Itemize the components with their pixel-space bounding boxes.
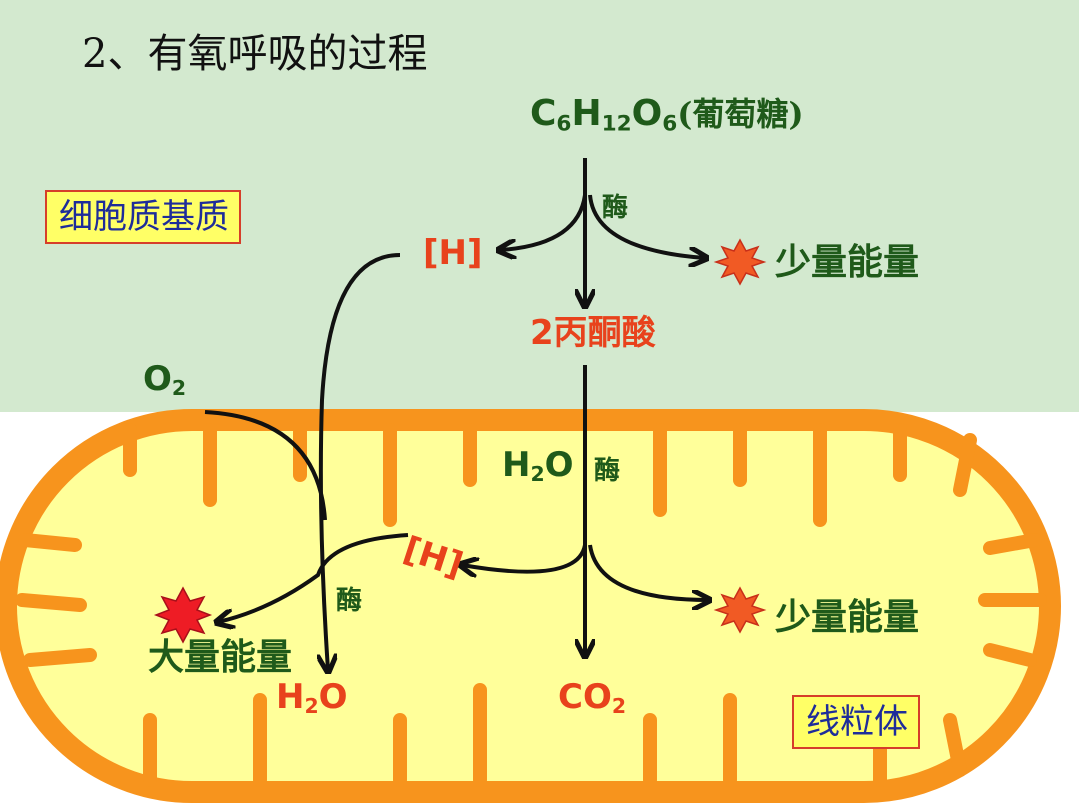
h-label-stage1: [H] <box>423 236 483 270</box>
mitochondria-label: 线粒体 <box>792 695 920 749</box>
energy-label-stage1: 少量能量 <box>775 245 919 281</box>
energy-label-stage2: 少量能量 <box>775 600 919 636</box>
enzyme-label-stage2: 酶 <box>594 458 620 484</box>
water-input-label: H2O <box>502 448 574 482</box>
arrow-h-stage1 <box>500 195 585 250</box>
glucose-label: C6H12O6(葡萄糖) <box>530 96 804 132</box>
co2-label: CO2 <box>558 680 626 714</box>
enzyme-label-stage1: 酶 <box>602 195 628 221</box>
large-energy-label: 大量能量 <box>148 640 292 676</box>
enzyme-label-stage3: 酶 <box>336 588 362 614</box>
water-output-label: H2O <box>276 680 348 714</box>
small-energy-star-1 <box>716 240 764 284</box>
oxygen-label: O2 <box>143 362 186 396</box>
pyruvate-label: 2丙酮酸 <box>530 316 656 350</box>
cytoplasm-label: 细胞质基质 <box>45 190 241 244</box>
page-title: 2、有氧呼吸的过程 <box>82 34 427 74</box>
